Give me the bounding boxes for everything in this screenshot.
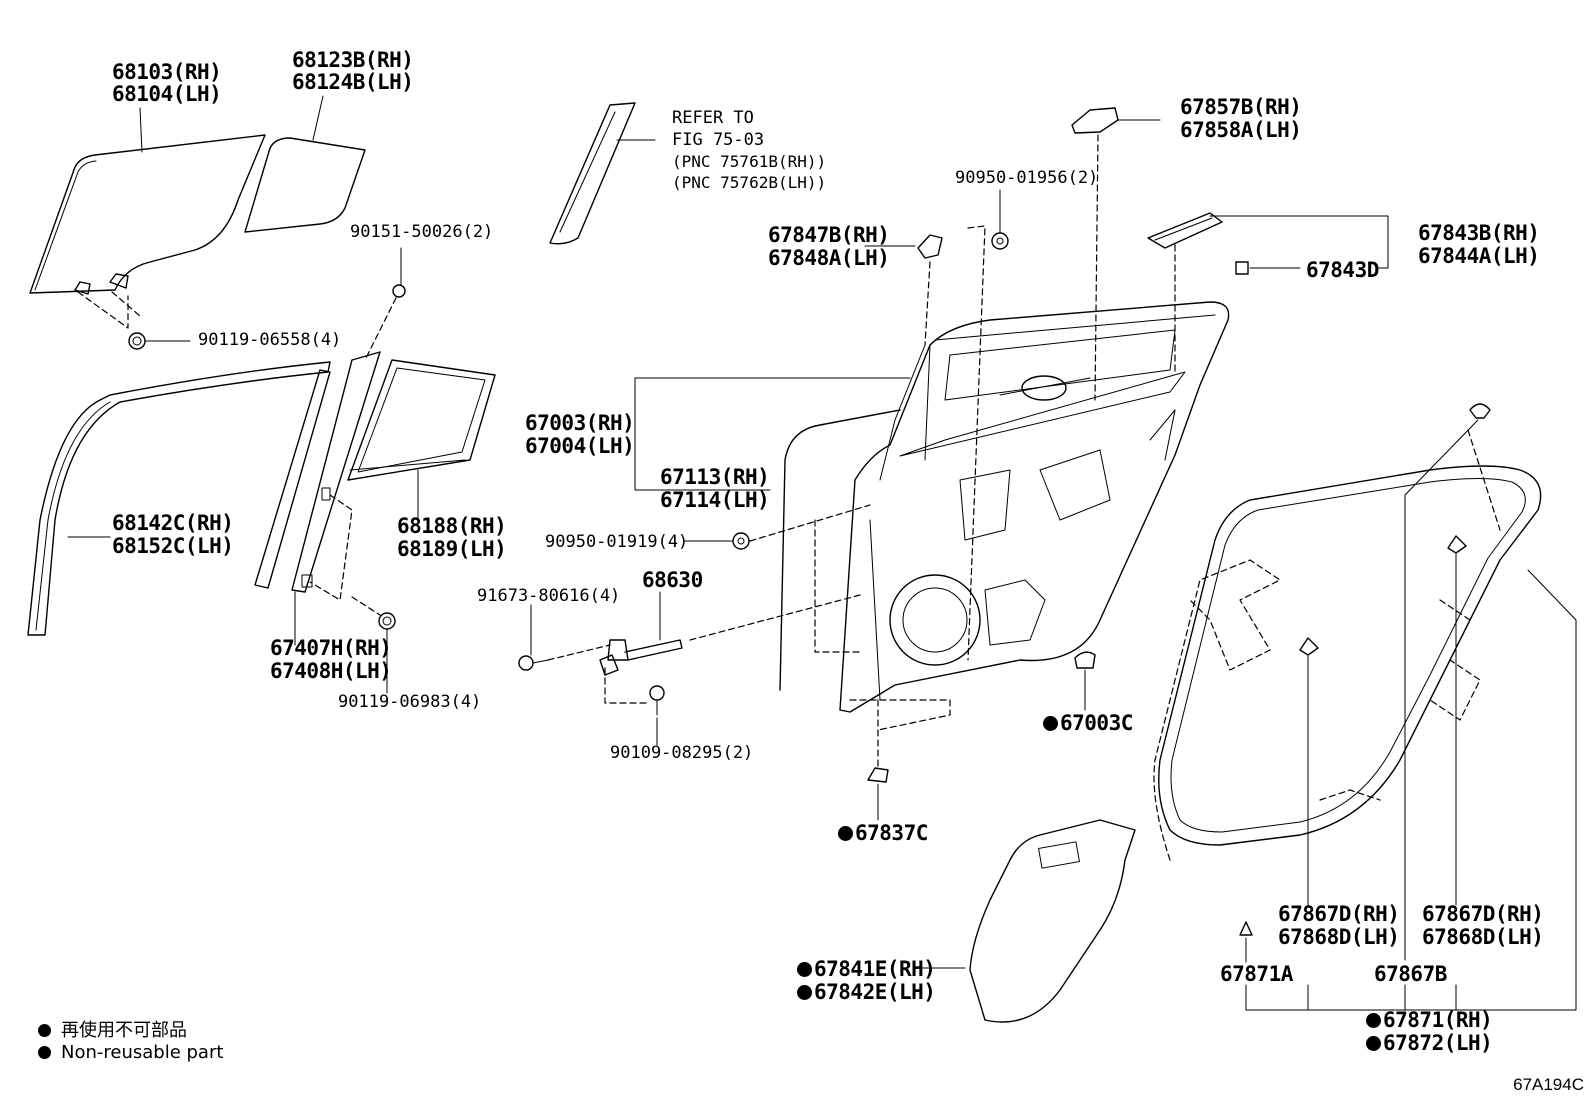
grommet-90950-01956[interactable] xyxy=(991,232,1009,250)
legend-english: Non-reusable part xyxy=(38,1042,223,1063)
non-reusable-bullet xyxy=(838,826,853,841)
service-hole-cover[interactable] xyxy=(969,819,1136,1023)
non-reusable-bullet xyxy=(1043,716,1058,731)
legend-bullet xyxy=(38,1046,51,1059)
label-67847b: 67847B(RH) xyxy=(768,223,890,247)
non-reusable-bullet xyxy=(797,962,812,977)
label-68188: 68188(RH) xyxy=(397,514,507,538)
label-68142c: 68142C(RH) xyxy=(112,511,234,535)
label-67868d-b: 67868D(LH) xyxy=(1422,925,1544,949)
label-67004: 67004(LH) xyxy=(525,434,635,458)
legend-japanese: 再使用不可部品 xyxy=(38,1016,187,1042)
label-67407h: 67407H(RH) xyxy=(270,636,392,660)
label-67408h: 67408H(LH) xyxy=(270,659,392,683)
non-reusable-bullet xyxy=(1366,1036,1381,1051)
label-67841e-text: 67841E(RH) xyxy=(814,957,936,981)
non-reusable-bullet xyxy=(1366,1013,1381,1028)
label-90950-01919: 90950-01919(4) xyxy=(545,532,689,552)
door-panel[interactable] xyxy=(779,301,1230,713)
label-refer-to: REFER TO xyxy=(672,108,754,128)
non-reusable-bullet xyxy=(797,985,812,1000)
label-68123b: 68123B(RH) xyxy=(292,48,414,72)
screw-90151-50026[interactable] xyxy=(392,284,406,298)
label-67867b: 67867B xyxy=(1374,962,1447,986)
label-67867d-a: 67867D(RH) xyxy=(1278,902,1400,926)
label-67003c-text: 67003C xyxy=(1060,711,1133,735)
glass-run-channel[interactable] xyxy=(27,361,331,636)
clip-67867d-b[interactable] xyxy=(1447,535,1467,554)
label-67872: 67872(LH) xyxy=(1366,1031,1493,1055)
label-90109-08295: 90109-08295(2) xyxy=(610,743,754,763)
label-68189: 68189(LH) xyxy=(397,537,507,561)
label-68152c: 68152C(LH) xyxy=(112,534,234,558)
division-bar[interactable] xyxy=(254,351,381,593)
door-glass[interactable] xyxy=(29,134,266,295)
label-67842e: 67842E(LH) xyxy=(797,980,936,1004)
label-67003c: 67003C xyxy=(1043,712,1133,734)
quarter-glass[interactable] xyxy=(244,137,366,233)
label-67871-text: 67871(RH) xyxy=(1383,1008,1493,1032)
label-67842e-text: 67842E(LH) xyxy=(814,980,936,1004)
label-67858a: 67858A(LH) xyxy=(1180,118,1302,142)
label-67113: 67113(RH) xyxy=(660,465,770,489)
label-67844a: 67844A(LH) xyxy=(1418,244,1540,268)
label-67848a: 67848A(LH) xyxy=(768,246,890,270)
label-68103: 68103(RH) xyxy=(112,60,222,84)
legend-bullet xyxy=(38,1024,51,1037)
clip-67867d-a[interactable] xyxy=(1299,637,1319,656)
label-67837c-text: 67837C xyxy=(855,821,928,845)
label-91673-80616: 91673-80616(4) xyxy=(477,586,621,606)
label-67871a: 67871A xyxy=(1220,962,1293,986)
label-67867d-b: 67867D(RH) xyxy=(1422,902,1544,926)
bolt-90109-08295[interactable] xyxy=(649,685,665,716)
label-67841e: 67841E(RH) xyxy=(797,957,936,981)
label-67868d-a: 67868D(LH) xyxy=(1278,925,1400,949)
label-refer-pnc-lh: (PNC 75762B(LH)) xyxy=(672,173,827,192)
clip-67847b[interactable] xyxy=(917,234,943,259)
label-67837c: 67837C xyxy=(838,822,928,844)
clip-67871a[interactable] xyxy=(1239,921,1253,936)
legend-japanese-text: 再使用不可部品 xyxy=(61,1020,187,1041)
cap-67843d[interactable] xyxy=(1235,261,1249,275)
label-90950-01956: 90950-01956(2) xyxy=(955,168,1099,188)
label-67871: 67871(RH) xyxy=(1366,1008,1493,1032)
label-67872-text: 67872(LH) xyxy=(1383,1031,1493,1055)
label-refer-fig: FIG 75-03 xyxy=(672,130,765,150)
grommet-90950-01919[interactable] xyxy=(732,532,750,550)
weatherstrip[interactable] xyxy=(1158,465,1542,846)
legend-english-text: Non-reusable part xyxy=(61,1042,224,1063)
label-67843d: 67843D xyxy=(1306,258,1379,282)
bolt-90119-06983[interactable] xyxy=(378,612,396,630)
label-67114: 67114(LH) xyxy=(660,488,770,512)
clip-67867b[interactable] xyxy=(1469,403,1491,419)
pillar-garnish[interactable] xyxy=(549,102,636,245)
bolt-90119-06558[interactable] xyxy=(128,332,146,350)
handle-frame-67857b[interactable] xyxy=(1071,107,1119,134)
label-90119-06983: 90119-06983(4) xyxy=(338,692,482,712)
label-67003: 67003(RH) xyxy=(525,411,635,435)
label-68104: 68104(LH) xyxy=(112,82,222,106)
label-refer-pnc-rh: (PNC 75761B(RH)) xyxy=(672,152,827,171)
rear-window-frame[interactable] xyxy=(347,359,496,481)
label-67843b: 67843B(RH) xyxy=(1418,221,1540,245)
door-check-68630[interactable] xyxy=(599,639,683,676)
clip-67837c[interactable] xyxy=(867,767,889,783)
label-67857b: 67857B(RH) xyxy=(1180,95,1302,119)
figure-code: 67A194C xyxy=(1513,1075,1584,1094)
bolt-91673-80616[interactable] xyxy=(518,655,549,671)
label-68630: 68630 xyxy=(642,568,703,592)
label-68124b: 68124B(LH) xyxy=(292,70,414,94)
label-90151-50026: 90151-50026(2) xyxy=(350,222,494,242)
plug-67003c[interactable] xyxy=(1074,651,1096,669)
label-90119-06558: 90119-06558(4) xyxy=(198,330,342,350)
handle-67843b[interactable] xyxy=(1147,212,1223,249)
